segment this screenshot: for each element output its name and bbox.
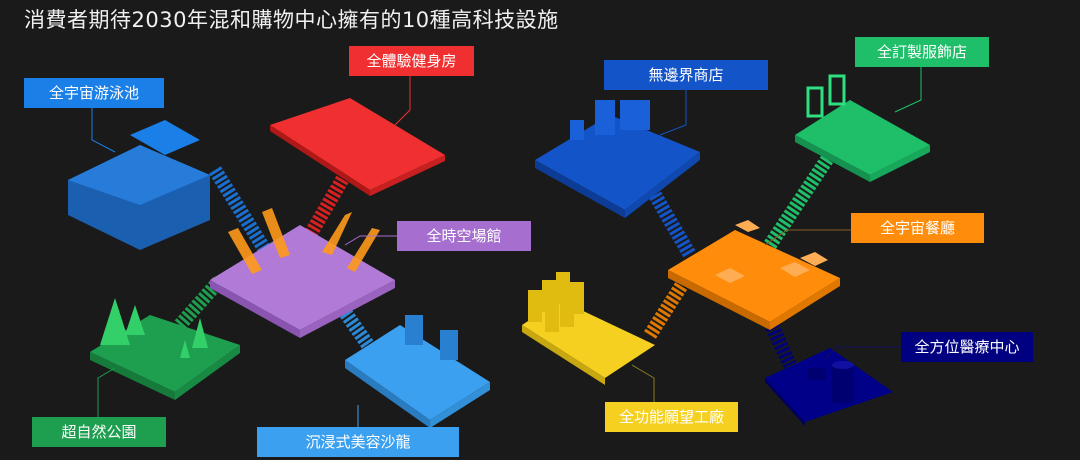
label-tailor: 全訂製服飾店 [855,37,989,67]
leader-pool [91,108,116,153]
tailor-platform [795,74,930,182]
label-gym: 全體驗健身房 [349,46,474,76]
stairs-pool-hall [209,166,271,254]
leader-hall [344,235,397,246]
label-pool: 全宇宙游泳池 [24,78,164,108]
label-store: 無邊界商店 [604,60,768,90]
label-factory: 全功能願望工廠 [605,402,738,432]
label-park: 超自然公園 [32,417,166,447]
leader-factory [631,364,655,402]
leader-park [97,367,116,417]
park-platform [90,298,240,400]
label-restaurant: 全宇宙餐廳 [851,213,984,243]
factory-platform [522,272,655,385]
hall-platform [210,208,395,338]
page-title: 消費者期待2030年混和購物中心擁有的10種高科技設施 [24,8,559,32]
label-salon: 沉浸式美容沙龍 [257,427,459,457]
store-platform [535,100,700,218]
leader-gym [394,75,411,126]
gym-platform [270,98,445,196]
medical-platform [765,348,893,426]
pool-platform [68,120,210,250]
stairs-gym-hall [303,171,352,239]
label-medical: 全方位醫療中心 [901,332,1033,362]
restaurant-platform [668,220,840,330]
salon-platform [345,315,490,428]
leader-store [659,90,687,136]
leader-tailor [894,66,922,113]
stairs-medical-restaurant [763,319,797,368]
label-hall: 全時空場館 [397,221,531,251]
stairs-store-restaurant [648,191,697,259]
leader-restaurant [764,229,851,246]
stairs-factory-restaurant [644,276,691,339]
stairs-tailor-restaurant [764,151,836,249]
leader-medical [824,346,901,361]
